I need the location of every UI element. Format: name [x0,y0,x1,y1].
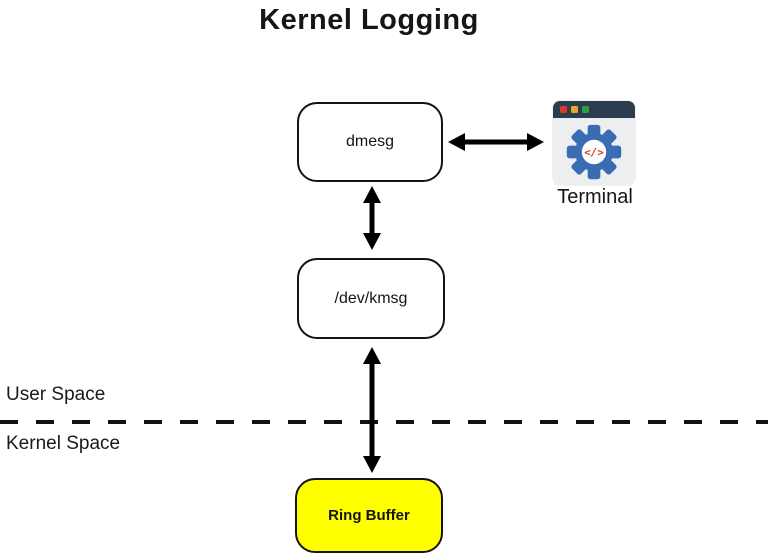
terminal-label: Terminal [557,186,633,208]
dot-green-icon [582,106,589,113]
terminal-titlebar [553,101,635,118]
dot-yellow-icon [571,106,578,113]
arrow-dmesg-kmsg [363,186,381,250]
dot-red-icon [560,106,567,113]
code-glyph: </> [584,146,604,159]
page-title: Kernel Logging [259,4,479,36]
node-dmesg: dmesg [297,102,443,182]
node-ring-buffer-label: Ring Buffer [328,507,410,524]
arrow-dmesg-terminal [448,133,544,151]
node-dev-kmsg-label: /dev/kmsg [334,289,408,307]
node-dmesg-label: dmesg [345,133,395,150]
terminal-body: </> [553,118,635,185]
node-ring-buffer: Ring Buffer [295,478,443,553]
kernel-space-label: Kernel Space [6,433,121,454]
arrow-kmsg-ringbuffer [363,347,381,473]
space-divider-dashed-line [0,420,768,424]
node-dev-kmsg: /dev/kmsg [297,258,445,339]
terminal-window-icon: </> [553,101,635,185]
user-space-label: User Space [6,384,106,405]
window-dots-icon [560,106,589,113]
gear-code-icon: </> [566,124,622,179]
